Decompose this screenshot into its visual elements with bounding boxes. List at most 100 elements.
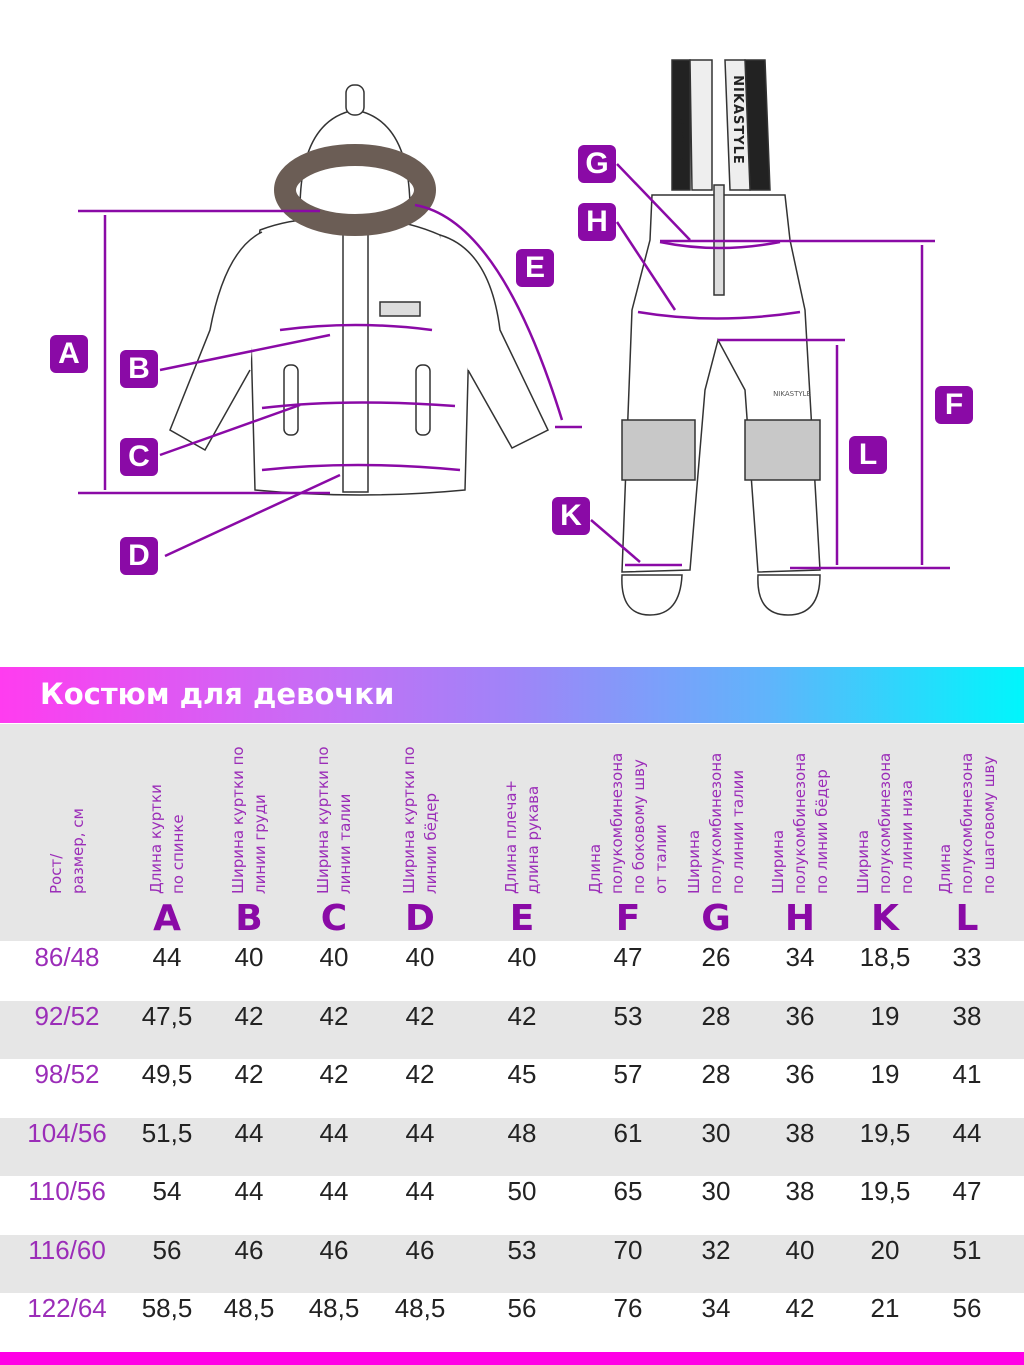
measurement-cell: 65: [613, 1176, 643, 1206]
measurement-cell: 53: [613, 1000, 643, 1031]
header-description: Ширина куртки по линии груди: [229, 746, 269, 894]
measurement-cell: 44: [234, 1117, 264, 1148]
header-letter: D: [405, 898, 435, 939]
header-size: Рост/ размер, см: [22, 724, 112, 941]
header-letter: G: [701, 898, 731, 939]
measurement-cell: 30: [701, 1176, 731, 1206]
measurement-cell: 56: [507, 1293, 537, 1323]
measurement-cell: 38: [952, 1000, 982, 1031]
measurement-cell: 46: [319, 1234, 349, 1265]
measurement-cell: 57: [613, 1059, 643, 1089]
measurement-cell: 40: [405, 942, 435, 972]
measurement-cell: 56: [152, 1234, 182, 1265]
measurement-cell: 44: [952, 1117, 982, 1148]
brand-text-left-suspender: NIKASTYLE: [673, 75, 688, 165]
label-g-badge: G: [578, 145, 616, 183]
jacket-left-pocket: [283, 364, 299, 436]
header-description: Ширина куртки по линии бёдер: [400, 746, 440, 894]
measurement-cell: 48,5: [308, 1293, 360, 1323]
jacket-patch: [379, 301, 421, 317]
measurement-cell: 40: [507, 942, 537, 972]
fur-trim: [274, 144, 436, 236]
measurement-cell: 47,5: [141, 1000, 193, 1031]
measurement-cell: 44: [152, 942, 182, 972]
label-d-badge: D: [120, 537, 158, 575]
header-letter: B: [235, 898, 263, 939]
right-knee-patch: [744, 419, 821, 481]
label-e-badge: E: [516, 249, 554, 287]
measurement-cell: 50: [507, 1176, 537, 1206]
size-cell: 122/64: [27, 1293, 107, 1323]
header-size-label: Рост/ размер, см: [47, 808, 87, 894]
suspender-left-light: [689, 59, 713, 191]
size-cell: 110/56: [28, 1176, 106, 1206]
measurement-cell: 49,5: [141, 1059, 193, 1089]
hood-pompom: [345, 84, 365, 116]
measurement-cell: 61: [613, 1117, 643, 1148]
label-b-badge: B: [120, 350, 158, 388]
measurement-cell: 42: [234, 1059, 264, 1089]
left-knee-patch: [621, 419, 696, 481]
bottom-bar: [0, 1352, 1024, 1365]
size-cell: 92/52: [34, 1000, 100, 1031]
header-letter: E: [509, 898, 535, 939]
measurement-cell: 42: [319, 1000, 349, 1031]
measurement-cell: 46: [405, 1234, 435, 1265]
measurement-cell: 34: [701, 1293, 731, 1323]
measurement-cell: 42: [234, 1000, 264, 1031]
header-letter: L: [955, 898, 979, 939]
label-a-badge: A: [50, 335, 88, 373]
jacket-right-pocket: [415, 364, 431, 436]
measurement-cell: 47: [613, 942, 643, 972]
header-description: Длина полукомбинезона по боковому шву от…: [586, 752, 670, 894]
label-f-badge: F: [935, 386, 973, 424]
measurement-cell: 19,5: [859, 1117, 911, 1148]
garment-diagram: [78, 59, 950, 616]
overalls-left-gaiter: [621, 574, 683, 616]
measurement-cell: 30: [701, 1117, 731, 1148]
measurement-cell: 18,5: [859, 942, 911, 972]
measurement-cell: 28: [701, 1000, 731, 1031]
measurement-cell: 36: [785, 1000, 815, 1031]
measurement-cell: 21: [870, 1293, 900, 1323]
measurement-cell: 34: [785, 942, 815, 972]
measurement-cell: 19: [870, 1059, 900, 1089]
jacket-left-sleeve: [169, 231, 263, 452]
measurement-cell: 48: [507, 1117, 537, 1148]
measurement-cell: 44: [234, 1176, 264, 1206]
size-cell: 98/52: [34, 1059, 100, 1089]
measurement-cell: 45: [507, 1059, 537, 1089]
measurement-cell: 42: [507, 1000, 537, 1031]
measurement-cell: 42: [785, 1293, 815, 1323]
header-description: Длина плеча+ длина рукава: [502, 779, 542, 894]
measurement-cell: 44: [319, 1176, 349, 1206]
header-letter: H: [784, 898, 816, 939]
header-letter: A: [153, 898, 181, 939]
measurement-cell: 33: [952, 942, 982, 972]
measurement-cell: 42: [405, 1059, 435, 1089]
measurement-cell: 20: [870, 1234, 900, 1265]
suspender-right-light: [724, 59, 751, 191]
header-description: Длина полукомбинезона по шаговому шву: [936, 752, 998, 894]
overalls-right-gaiter: [757, 574, 821, 616]
measurement-cell: 48,5: [223, 1293, 275, 1323]
measurement-cell: 76: [613, 1293, 643, 1323]
header-description: Ширина полукомбинезона по линии талии: [685, 752, 747, 894]
measurement-cell: 54: [152, 1176, 182, 1206]
measurement-cell: 44: [319, 1117, 349, 1148]
measurement-cell: 44: [405, 1176, 435, 1206]
size-cell: 104/56: [27, 1117, 107, 1148]
title-bar: Костюм для девочки: [0, 667, 1024, 723]
measurement-lines: [78, 163, 950, 570]
